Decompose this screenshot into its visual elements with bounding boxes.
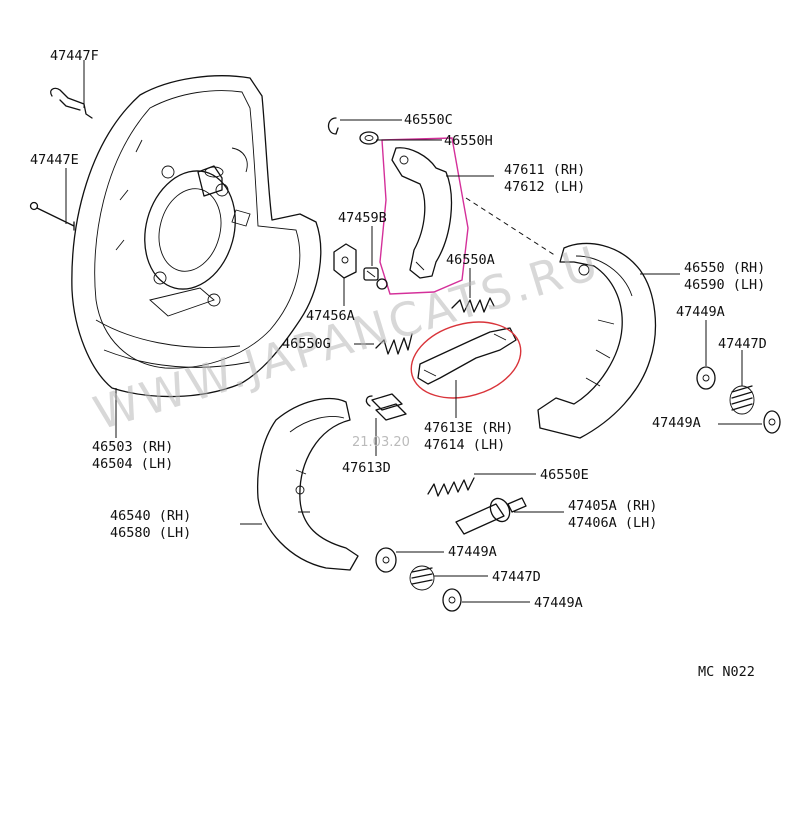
watermark: WWW.JAPANCATS.RU bbox=[87, 235, 606, 441]
label-46504: 46504 (LH) bbox=[92, 456, 173, 472]
spring-46550g-part[interactable] bbox=[375, 333, 413, 355]
label-47613d: 47613D bbox=[342, 460, 391, 476]
washer-47449a-4[interactable] bbox=[442, 588, 462, 612]
label-46550h: 46550H bbox=[444, 133, 493, 149]
label-46550a: 46550A bbox=[446, 252, 495, 268]
wire-clip-part[interactable] bbox=[50, 87, 93, 119]
spring-clip-part[interactable] bbox=[365, 393, 407, 421]
label-47449a-2: 47449A bbox=[652, 415, 701, 431]
label-47612: 47612 (LH) bbox=[504, 179, 585, 195]
washer-47449a-1[interactable] bbox=[696, 366, 716, 390]
hold-down-pin-part[interactable] bbox=[29, 201, 75, 231]
label-47406a: 47406A (LH) bbox=[568, 515, 657, 531]
label-47447d-2: 47447D bbox=[492, 569, 541, 585]
washer-part[interactable] bbox=[359, 131, 379, 145]
label-46550e: 46550E bbox=[540, 467, 589, 483]
label-47449a-4: 47449A bbox=[534, 595, 583, 611]
label-46540: 46540 (RH) bbox=[110, 508, 191, 524]
watermark-date: 21.03.20 bbox=[352, 435, 410, 450]
label-47405a: 47405A (RH) bbox=[568, 498, 657, 514]
spring-46550e-part[interactable] bbox=[427, 477, 475, 497]
label-47447d-1: 47447D bbox=[718, 336, 767, 352]
label-46580: 46580 (LH) bbox=[110, 525, 191, 541]
backing-plate-part[interactable] bbox=[71, 75, 322, 398]
washer-47449a-3[interactable] bbox=[375, 547, 397, 573]
label-46590: 46590 (LH) bbox=[684, 277, 765, 293]
strut-part[interactable] bbox=[417, 327, 517, 385]
spring-46550a-part[interactable] bbox=[451, 297, 495, 313]
diagram-code: MC N022 bbox=[698, 664, 755, 680]
label-46550g: 46550G bbox=[282, 336, 331, 352]
brake-shoe-front-part[interactable] bbox=[256, 398, 359, 571]
label-47611: 47611 (RH) bbox=[504, 162, 585, 178]
label-47613e: 47613E (RH) bbox=[424, 420, 513, 436]
label-47447f: 47447F bbox=[50, 48, 99, 64]
c-clip-part[interactable] bbox=[327, 117, 339, 135]
leader-lines bbox=[65, 60, 762, 603]
spring-47447d-2[interactable] bbox=[409, 565, 435, 591]
label-47459b: 47459B bbox=[338, 210, 387, 226]
support-plate-part[interactable] bbox=[333, 243, 357, 279]
adjuster-part[interactable] bbox=[455, 495, 527, 535]
bolt-part[interactable] bbox=[363, 267, 388, 290]
label-47614: 47614 (LH) bbox=[424, 437, 505, 453]
parking-brake-lever-part[interactable] bbox=[391, 147, 453, 279]
spring-47447d-1[interactable] bbox=[729, 385, 755, 415]
label-47456a: 47456A bbox=[306, 308, 355, 324]
brake-shoe-rear-part[interactable] bbox=[537, 242, 657, 439]
label-47449a-1: 47449A bbox=[676, 304, 725, 320]
assembly-dashed-line bbox=[465, 197, 557, 257]
label-46503: 46503 (RH) bbox=[92, 439, 173, 455]
highlight-circle bbox=[410, 321, 522, 399]
highlight-outline bbox=[379, 137, 469, 295]
label-46550c: 46550C bbox=[404, 112, 453, 128]
label-47449a-3: 47449A bbox=[448, 544, 497, 560]
label-46550: 46550 (RH) bbox=[684, 260, 765, 276]
label-47447e: 47447E bbox=[30, 152, 79, 168]
washer-47449a-2[interactable] bbox=[763, 410, 781, 434]
